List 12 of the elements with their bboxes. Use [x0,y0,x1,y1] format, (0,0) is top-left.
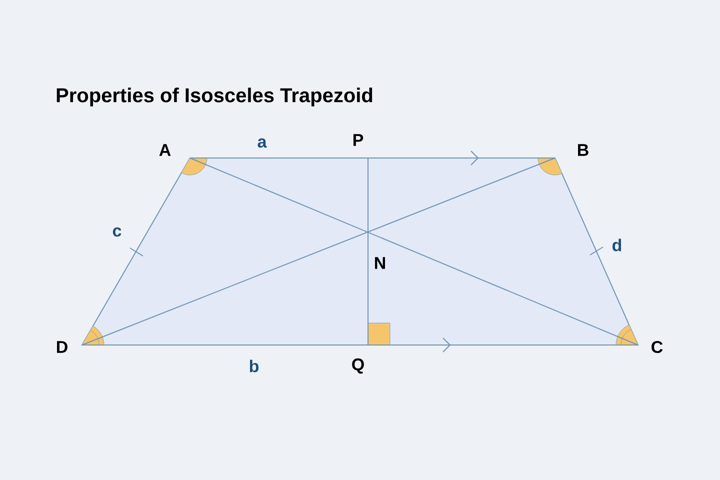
side-label: b [250,360,258,372]
point-label: A [159,144,171,156]
point-label: N [375,257,385,269]
side-label: d [612,238,622,252]
title: Properties of Isosceles Trapezoid [56,88,372,106]
point-label: C [652,340,663,354]
point-label: D [57,341,68,353]
point-label: P [353,134,364,146]
point-label: B [578,144,588,156]
point-label: Q [352,358,364,374]
side-label: a [258,138,267,148]
side-label: c [112,227,122,237]
